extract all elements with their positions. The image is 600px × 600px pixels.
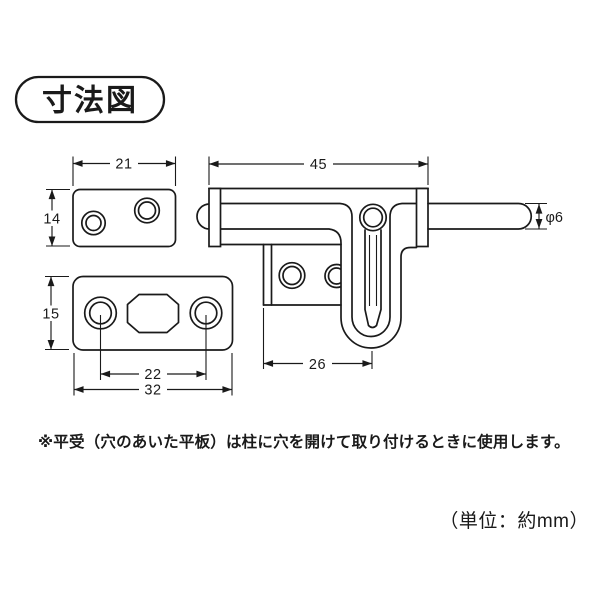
dim15-label-mask [39,305,63,321]
rod-bottom-and-loop-outer [219,228,418,349]
dim21-label: 21 [115,157,132,173]
receiver-plate-outline [72,275,234,351]
top-plate-hole-right-inner [137,201,157,220]
dimphi6-extension-lines [525,202,547,230]
hidden-hole-inner [327,267,341,285]
dimension-14: 14 [40,188,70,247]
bolt-rod-right [427,202,533,230]
bolt-rod-left-cap [196,203,211,230]
rod-top-and-loop-inner [219,202,418,338]
dim26-label: 26 [309,357,326,373]
top-mount-plate-outline [72,188,177,248]
dimension-21: 21 [72,156,177,186]
dim21-label-mask [110,156,138,172]
dim45-label-mask [304,156,333,172]
latch-handle [364,229,382,329]
receiver-center-slot [126,293,180,334]
top-plate-hole-left-outer [80,210,107,236]
dimension-22: 22 [99,315,207,383]
dim32-label-mask [139,382,167,397]
flat-receiver-plate [72,275,234,351]
latch-body [196,187,533,349]
dimension-phi6: φ6 [525,202,563,230]
top-plate-hole-right-outer [133,197,161,224]
body-screw-hole-outer [278,261,306,290]
dimension-45: 45 [208,156,429,185]
hidden-hole-outer [324,263,341,289]
body-screw-hole-hidden [324,263,341,289]
left-flange [208,187,222,248]
dim32-label: 32 [144,383,161,399]
dim15-label: 15 [42,307,59,323]
handle-pivot-hole [362,207,384,228]
dimension-15: 15 [39,275,69,351]
title-badge-outline [14,75,166,124]
dimension-26: 26 [262,308,373,373]
dim26-label-mask [303,356,332,372]
title-badge-label: 寸法図 [42,85,138,118]
handle-strap-outline [364,229,382,329]
dimphi6-label: φ6 [546,210,563,226]
dim45-label: 45 [310,157,327,173]
dim22-extension-lines [99,315,207,380]
title-badge: 寸法図 [14,75,166,124]
dim14-label: 14 [43,212,60,228]
dim22-label-mask [139,367,167,382]
right-flange [415,187,429,248]
unit-note: （単位：約mm） [439,510,589,532]
top-plate-hole-left-inner [85,214,102,232]
dimension-32: 32 [73,353,233,399]
dim26-extension-lines [262,308,373,369]
dim22-label: 22 [144,367,161,383]
body-screw-hole-inner [282,265,302,286]
dim14-label-mask [40,210,64,226]
top-mount-plate [72,188,177,248]
usage-note: ※平受（穴のあいた平板）は柱に穴を開けて取り付けるときに使用します。 [38,432,570,451]
